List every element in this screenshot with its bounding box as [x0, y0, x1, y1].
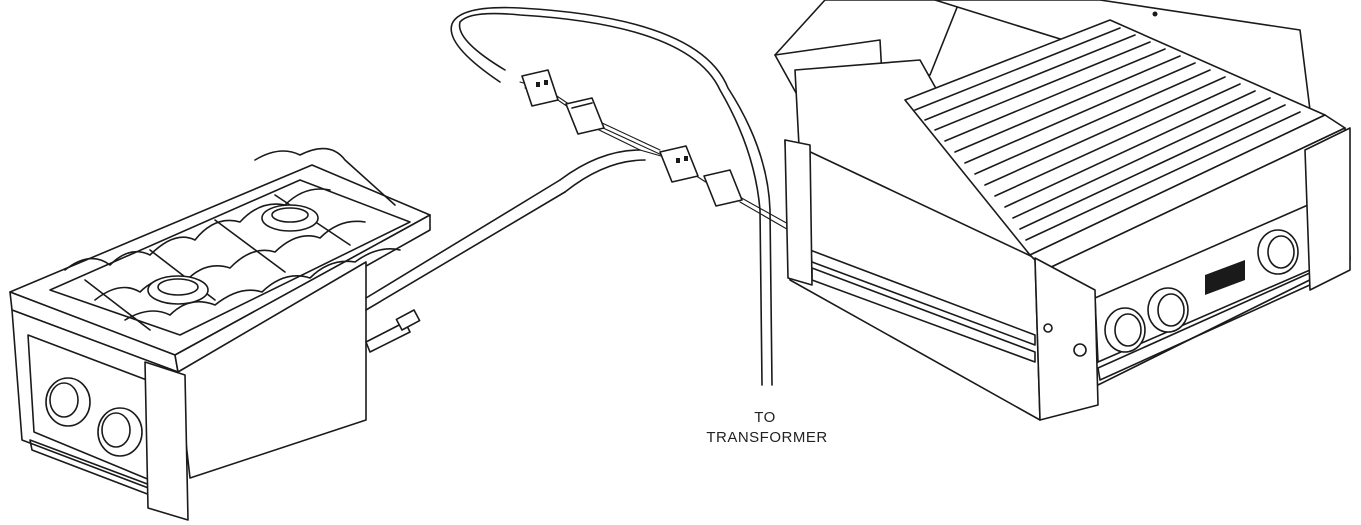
transformer-conduit [458, 12, 763, 386]
side-burner-knob-right [97, 407, 143, 457]
grill-leg-left [784, 139, 813, 286]
grill-leg-right [1304, 127, 1351, 291]
side-burner-cap-rear [261, 204, 319, 232]
grill-unit [774, 0, 1351, 421]
side-burner-conduit-top [365, 179, 561, 299]
connector-2 [565, 97, 605, 135]
label-to: TO [754, 409, 776, 426]
side-burner-side-post [144, 361, 189, 521]
gas-inlet-fitting [365, 309, 421, 353]
grill-knob-2 [1147, 287, 1189, 333]
connector-4 [703, 169, 743, 207]
grill-grate-bars [914, 27, 1301, 241]
side-burner-cap-front [147, 275, 209, 305]
connector-1 [521, 69, 559, 107]
grill-logo-badge [1205, 260, 1245, 295]
side-burner-unit [9, 147, 431, 521]
label-transformer: TRANSFORMER [706, 429, 828, 446]
connector-3 [659, 145, 699, 183]
grill-leg-front [1034, 257, 1099, 421]
igniter-button [1073, 343, 1087, 357]
side-burner-knob-left [45, 377, 91, 427]
grill-knob-3 [1257, 229, 1299, 275]
grill-knob-1 [1104, 307, 1146, 353]
